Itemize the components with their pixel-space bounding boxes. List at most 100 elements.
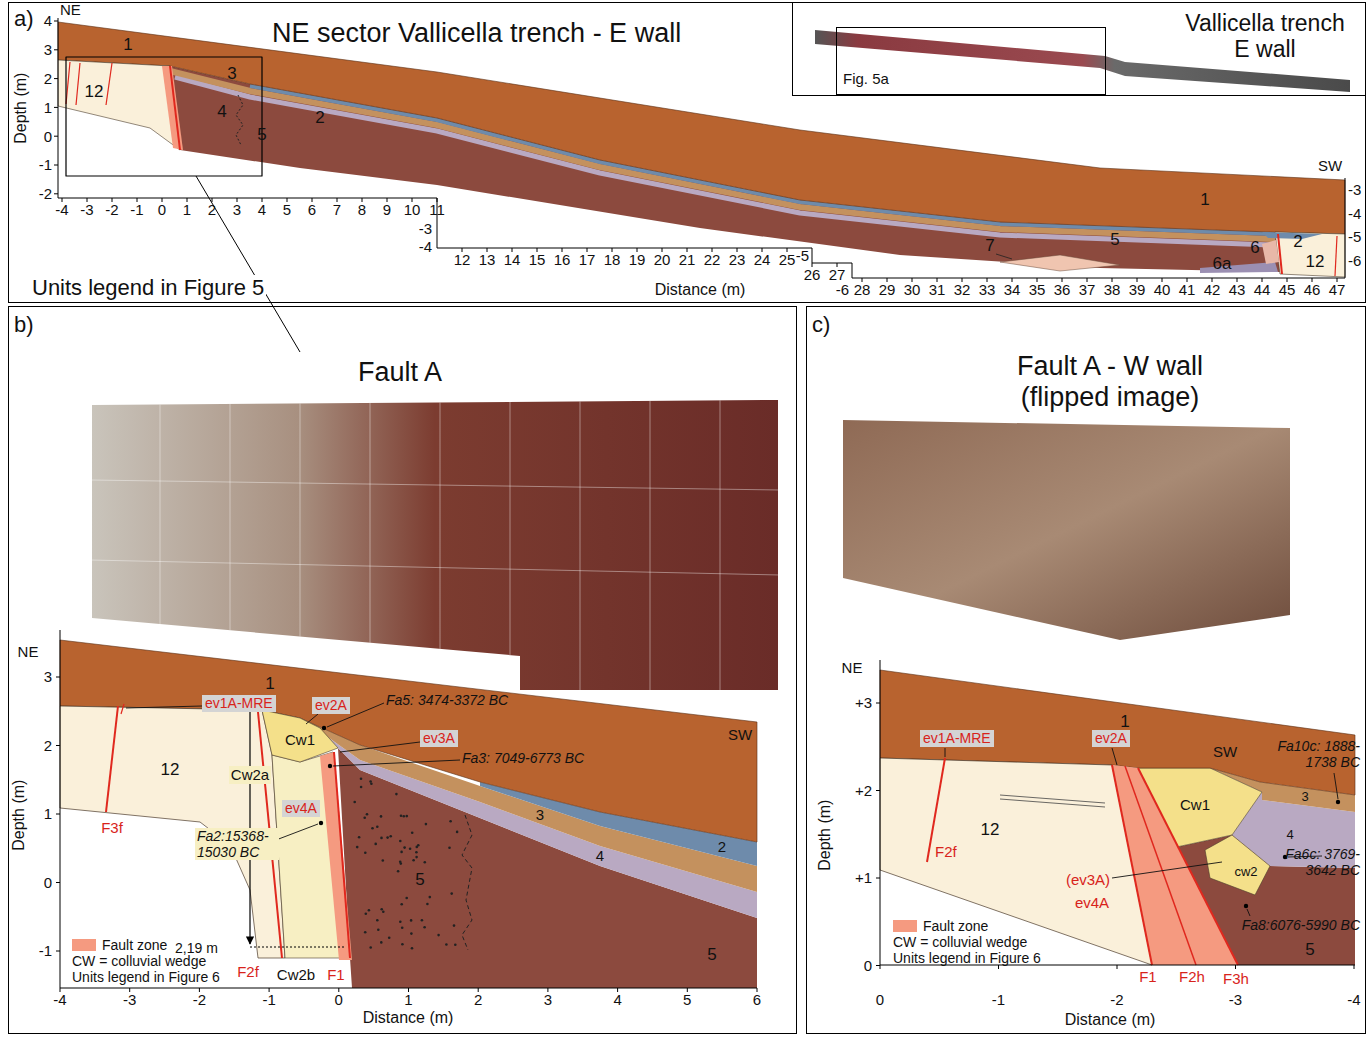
axis-tick: -4 (1348, 205, 1361, 222)
unit-12 (1275, 232, 1345, 277)
event-tag: ev2A (1092, 730, 1130, 747)
clast-dot (386, 836, 389, 839)
fault-line-part (1112, 765, 1152, 965)
axis-tick: 5 (283, 201, 291, 218)
clast-dot (360, 786, 363, 789)
clast-dot (401, 943, 404, 946)
axis-tick: 18 (604, 251, 621, 268)
fault-label: F2f (237, 963, 259, 980)
clast-dot (356, 846, 359, 849)
axis-tick: 35 (1029, 281, 1046, 298)
photo-grid-part (510, 400, 511, 700)
axis-tick-mark (56, 677, 1354, 992)
axis-tick: 42 (1204, 281, 1221, 298)
legend-note: Units legend in Figure 6 (72, 969, 220, 985)
clast-dot (409, 848, 412, 851)
node-text: ev2A (1095, 730, 1127, 747)
clast-dot (424, 861, 427, 864)
axis-tick: SW (728, 726, 752, 743)
clast-dot (425, 823, 428, 826)
unit-number: 4 (596, 847, 604, 864)
clast-dot (411, 832, 414, 835)
fracture-trace (236, 95, 243, 145)
axis-tick: SW (1318, 157, 1342, 174)
unit-number: 2 (1293, 232, 1302, 252)
legend-note: CW = colluvial wedge (893, 934, 1027, 950)
legend-note: Units legend in Figure 5 (30, 275, 266, 300)
axis-tick: 26 (804, 266, 821, 283)
sample-point-part (322, 726, 326, 730)
axis-tick: +2 (855, 782, 872, 799)
photo-grid-part (580, 400, 581, 700)
axis-tick: 21 (679, 251, 696, 268)
node-text: ev1A-MRE (923, 730, 991, 747)
fault-label: F3f (101, 819, 123, 836)
axis-tick-mark (54, 78, 58, 79)
axis-tick-mark (876, 878, 880, 879)
clast-dot (380, 908, 383, 911)
axis-tick-mark (54, 49, 58, 50)
axis-tick: 0 (335, 991, 343, 1008)
clast-dot (437, 934, 440, 937)
unit-1 (58, 22, 1345, 234)
axis-tick: 11 (429, 201, 445, 218)
unit-number: 12 (1306, 252, 1325, 272)
axis-tick: 32 (954, 281, 971, 298)
fault-line-part (334, 752, 350, 958)
photo-grid-part (90, 560, 780, 575)
figure-extent-box: Fig. 5a (836, 27, 1106, 95)
leader-line (126, 703, 460, 840)
wedge-label: Cw2b (277, 966, 315, 983)
clast-dot (415, 856, 418, 859)
axis-tick: -4 (1347, 991, 1360, 1008)
unit-number: 6a (1213, 254, 1232, 274)
axis-tick: -3 (419, 220, 432, 237)
axis-tick: 4 (258, 201, 266, 218)
zoom-box (66, 57, 262, 176)
sample-age: Fa10c: 1888-1738 BC (1262, 738, 1360, 770)
axis-title: Depth (m) (817, 799, 835, 870)
sample-age: Fa2:15368- 15030 BC (195, 828, 279, 860)
leader-line (945, 748, 1338, 916)
sample-age: Fa8:6076-5990 BC (1242, 917, 1360, 933)
leader-line-part (126, 706, 202, 708)
axis-tick: 23 (729, 251, 746, 268)
axis-tick: 12 (454, 251, 471, 268)
clast-dot (405, 897, 408, 900)
clast-dot (397, 870, 400, 873)
unit-number: 5 (1305, 940, 1314, 960)
clast-dot (410, 932, 413, 935)
bedding-line (1000, 795, 1105, 807)
node-text: ev1A-MRE (205, 695, 273, 712)
axis-tick-mark (56, 951, 60, 952)
clast-dot (395, 793, 398, 796)
axis-tick: +3 (855, 694, 872, 711)
node-text: ev2A (315, 697, 347, 714)
axis-tick: -5 (1348, 228, 1361, 245)
clast-dot (453, 924, 456, 927)
sample-point (319, 726, 332, 825)
clast-dot (399, 840, 402, 843)
event-tag: ev4A (282, 800, 320, 817)
leader-line-part (333, 760, 460, 766)
clast-dot (364, 851, 367, 854)
axis-tick: -4 (419, 238, 432, 255)
clast-dot (403, 815, 406, 818)
photo-grid-part (370, 400, 371, 700)
unit-number: 3 (536, 806, 544, 823)
clast-dot (374, 843, 377, 846)
axis-tick-mark (54, 165, 58, 166)
leader-line-part (306, 714, 318, 724)
panel-title: Fault A (358, 357, 442, 388)
fault-line-part (170, 66, 180, 150)
axis-tick: 37 (1079, 281, 1096, 298)
axis-tick: 9 (383, 201, 391, 218)
fault-line-part (1335, 236, 1337, 276)
clast-dots (353, 777, 458, 949)
axis-tick: 17 (579, 251, 596, 268)
leader-line-part (1112, 862, 1222, 878)
axis-tick: 8 (358, 201, 366, 218)
fault-label: F2h (1179, 968, 1205, 985)
